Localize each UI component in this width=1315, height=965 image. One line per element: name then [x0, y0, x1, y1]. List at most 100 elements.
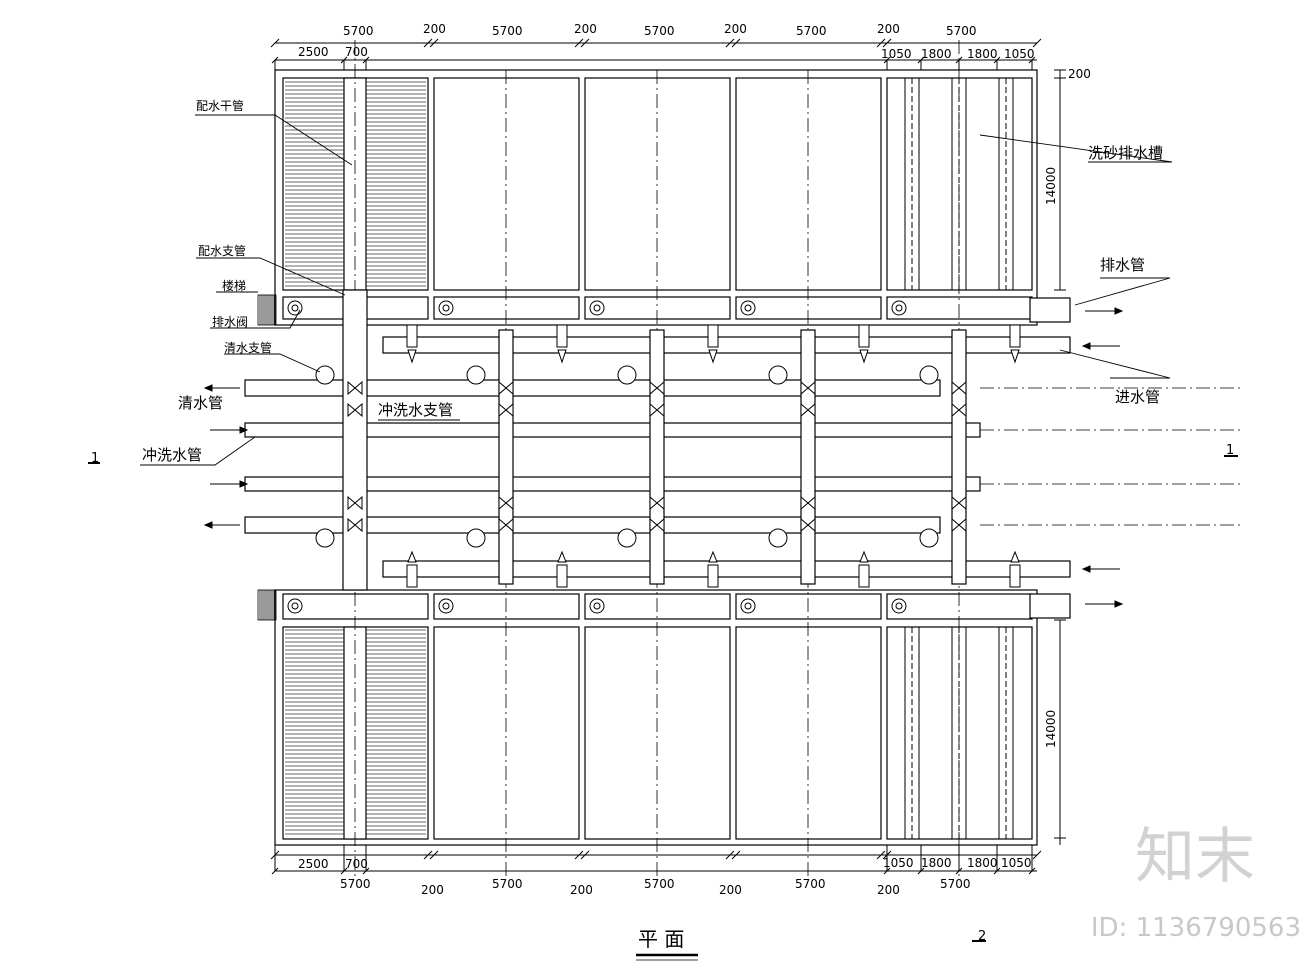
butterfly-valve-icon [800, 495, 816, 511]
elbow-fitting-icon [466, 365, 486, 385]
butterfly-valve-icon [649, 402, 665, 418]
top-dimension-texts: 5700 200 5700 200 5700 200 5700 200 5700… [298, 22, 1035, 61]
inlet-valve-icon [859, 349, 869, 364]
drain-valve-core [895, 304, 903, 312]
dim-tick [1032, 850, 1042, 860]
label-sand-wash-trough: 洗砂排水槽 [1088, 144, 1163, 162]
elbow-fitting-icon [768, 528, 788, 548]
dim-bottom-7: 5700 [795, 877, 826, 891]
butterfly-valve-icon [347, 495, 363, 511]
inlet-valve-icon [407, 550, 417, 563]
valves [315, 365, 967, 548]
dim-top-6: 200 [724, 22, 747, 36]
drain-valve-core [291, 602, 299, 610]
dim-tick [580, 850, 590, 860]
drain-valve-core [442, 304, 450, 312]
elbow-fitting-icon [466, 528, 486, 548]
dim-top-sub-700: 700 [345, 45, 368, 59]
watermark-id: ID: 1136790563 [1090, 913, 1301, 943]
dim-top-sub-r4: 1050 [1004, 47, 1035, 61]
right-dimension-chain [1054, 69, 1066, 845]
dim-side-14000-upper: 14000 [1044, 167, 1058, 205]
lower-filter-bank [274, 589, 1038, 846]
inlet-branch [858, 324, 870, 348]
butterfly-valve-icon [498, 517, 514, 533]
dim-side-200: 200 [1068, 67, 1091, 81]
elbow-fitting-icon [617, 365, 637, 385]
clear-water-pipe-lower [244, 516, 941, 534]
butterfly-valve-icon [951, 402, 967, 418]
svg-text:2: 2 [978, 929, 986, 944]
section-mark-right: 1 [1224, 443, 1238, 458]
inlet-pipe-upper [382, 336, 1071, 354]
drain-valve-core [895, 602, 903, 610]
dim-bottom-1: 5700 [340, 877, 371, 891]
dim-tick [725, 38, 735, 48]
dim-tick [574, 38, 584, 48]
dim-tick [1032, 38, 1042, 48]
dim-tick [574, 850, 584, 860]
vertical-risers [342, 289, 967, 591]
dim-tick [731, 38, 741, 48]
inlet-branch [707, 564, 719, 588]
inlet-branch [1009, 324, 1021, 348]
section-marks: 1 1 2 [88, 443, 1238, 944]
flow-arrows [203, 307, 1124, 608]
butterfly-valve-icon [649, 495, 665, 511]
pipe-labels: 配水干管 配水支管 楼梯 排水阀 清水支管 清水管 冲洗水支管 冲洗水管 洗砂排… [142, 98, 1163, 464]
dim-tick [423, 38, 433, 48]
inlet-valve-icon [859, 550, 869, 563]
butterfly-valve-icon [800, 517, 816, 533]
dim-tick [876, 850, 886, 860]
inlet-valve-icon [708, 550, 718, 563]
dim-bottom-8: 200 [877, 883, 900, 897]
section-mark-left: 1 [88, 451, 100, 466]
butterfly-valve-icon [347, 402, 363, 418]
dim-top-3: 5700 [492, 24, 523, 38]
elbow-fitting-icon [919, 528, 939, 548]
drain-valve-core [442, 602, 450, 610]
label-drain-pipe: 排水管 [1100, 256, 1145, 274]
clear-water-pipe-upper [244, 379, 941, 397]
dim-bottom-6: 200 [719, 883, 742, 897]
svg-text:1: 1 [91, 451, 99, 466]
elbow-fitting-icon [315, 528, 335, 548]
drain-valve-core [744, 304, 752, 312]
inlet-pipe-lower [382, 560, 1071, 578]
dim-bottom-5: 5700 [644, 877, 675, 891]
butterfly-valve-icon [498, 380, 514, 396]
elbow-fitting-icon [768, 365, 788, 385]
inlet-branch [556, 324, 568, 348]
dim-top-4: 200 [574, 22, 597, 36]
inlet-valve-icon [557, 349, 567, 364]
label-backwash-branch: 冲洗水支管 [378, 401, 453, 419]
drain-pipe-lower [1029, 593, 1071, 619]
dim-top-8: 200 [877, 22, 900, 36]
label-clear-water-pipe: 清水管 [178, 394, 223, 412]
dim-top-1: 5700 [343, 24, 374, 38]
dim-tick [882, 38, 892, 48]
butterfly-valve-icon [800, 402, 816, 418]
dim-top-sub-r2: 1800 [921, 47, 952, 61]
inlet-valve-icon [708, 349, 718, 364]
stairs [257, 294, 277, 621]
butterfly-valve-icon [951, 495, 967, 511]
drain-valve-core [593, 304, 601, 312]
dim-bottom-4: 200 [570, 883, 593, 897]
dim-top-7: 5700 [796, 24, 827, 38]
dim-bottom-sub-r2: 1800 [921, 856, 952, 870]
dim-bottom-sub-r3: 1800 [967, 856, 998, 870]
drain-pipe-upper [1029, 297, 1071, 323]
dim-top-5: 5700 [644, 24, 675, 38]
leader-lines [140, 114, 1173, 466]
inlet-branch [556, 564, 568, 588]
pipe-runs [244, 297, 1071, 619]
dim-tick [580, 38, 590, 48]
dim-bottom-sub-700: 700 [345, 857, 368, 871]
dim-bottom-3: 5700 [492, 877, 523, 891]
elbow-fitting-icon [617, 528, 637, 548]
dim-top-sub-2500: 2500 [298, 45, 329, 59]
label-stairs: 楼梯 [222, 278, 246, 293]
dim-tick [725, 850, 735, 860]
